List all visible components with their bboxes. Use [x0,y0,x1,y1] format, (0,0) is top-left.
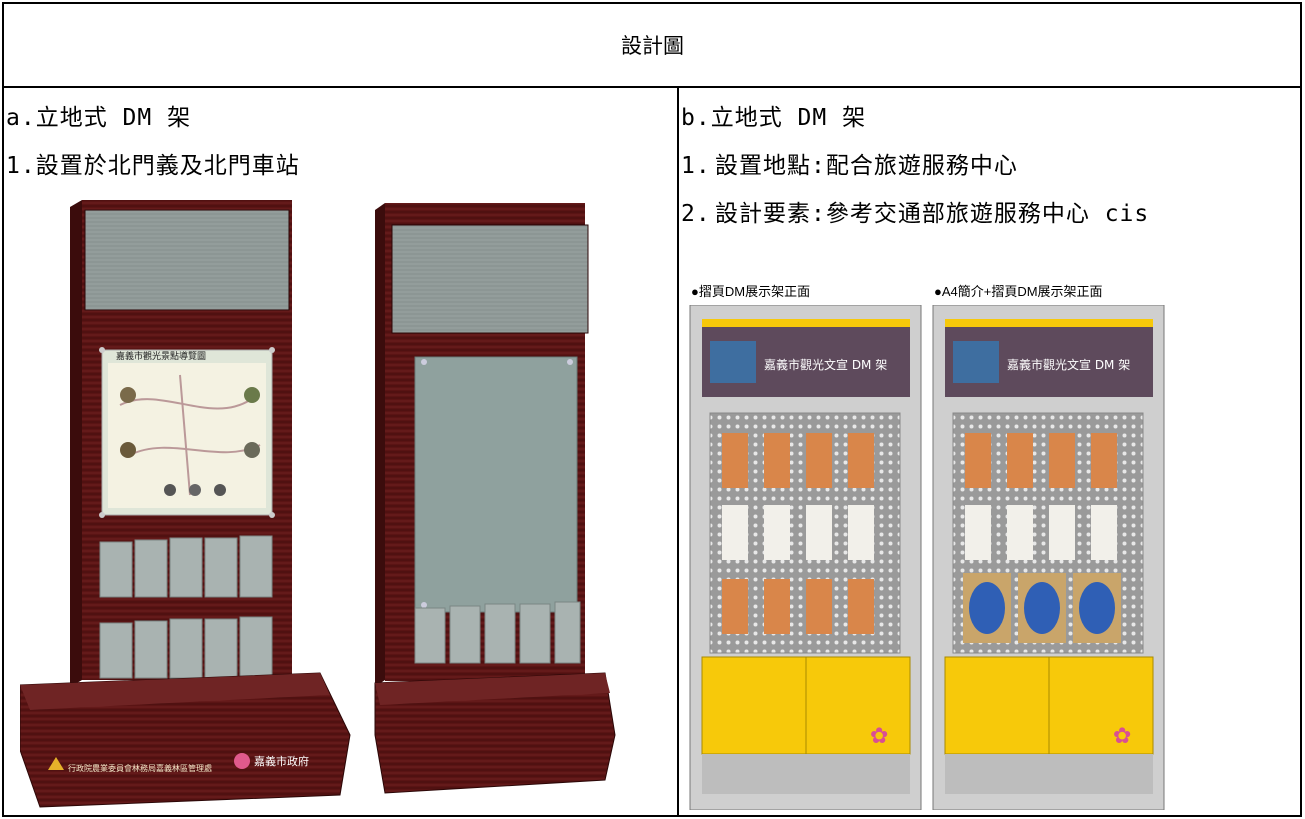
standing-dm-rack-render: 嘉義市觀光景點導覽圖 行政院農業委員會林務局嘉義林區管理處 嘉義市政府 [20,200,616,808]
caption-2: ●A4簡介+摺頁DM展示架正面 [934,284,1103,299]
base-logo-text: 行政院農業委員會林務局嘉義林區管理處 [68,763,212,773]
svg-text:✿: ✿ [1113,724,1131,749]
display-rack-right: 嘉義市觀光文宣 DM 架 ✿ [932,305,1165,810]
display-rack-left: 嘉義市觀光文宣 DM 架 ✿ [689,305,922,810]
rack-1: 嘉義市觀光景點導覽圖 行政院農業委員會林務局嘉義林區管理處 嘉義市政府 [20,200,351,808]
base-city-text: 嘉義市政府 [254,754,309,768]
right-item-1: 1.設置地點:配合旅遊服務中心 [681,146,1018,180]
sign-text-left: 嘉義市觀光文宣 DM 架 [764,357,887,372]
left-line-1: 1.設置於北門義及北門車站 [6,153,300,179]
brochures-right [963,433,1121,643]
left-heading: a.立地式 DM 架 [6,105,192,131]
right-item-2: 2.設計要素:參考交通部旅遊服務中心 cis [681,194,1149,228]
right-item-1-text: 設置地點:配合旅遊服務中心 [715,153,1018,179]
map-title: 嘉義市觀光景點導覽圖 [116,350,206,362]
dm-display-rack-front-views: 嘉義市觀光文宣 DM 架 ✿ 嘉義市觀光文宣 DM 架 [689,305,1165,810]
caption-1: ●摺頁DM展示架正面 [691,284,811,299]
header-divider [2,86,1302,88]
column-divider [677,88,679,817]
sign-text-right: 嘉義市觀光文宣 DM 架 [1007,357,1130,372]
right-item-1-num: 1. [681,153,711,179]
right-heading: b.立地式 DM 架 [681,105,867,131]
page-title: 設計圖 [621,34,684,58]
svg-text:✿: ✿ [870,724,888,749]
brochures-left [722,433,874,634]
right-item-2-text: 設計要素:參考交通部旅遊服務中心 cis [715,201,1150,227]
right-item-2-num: 2. [681,201,711,227]
rack-2 [374,203,616,794]
